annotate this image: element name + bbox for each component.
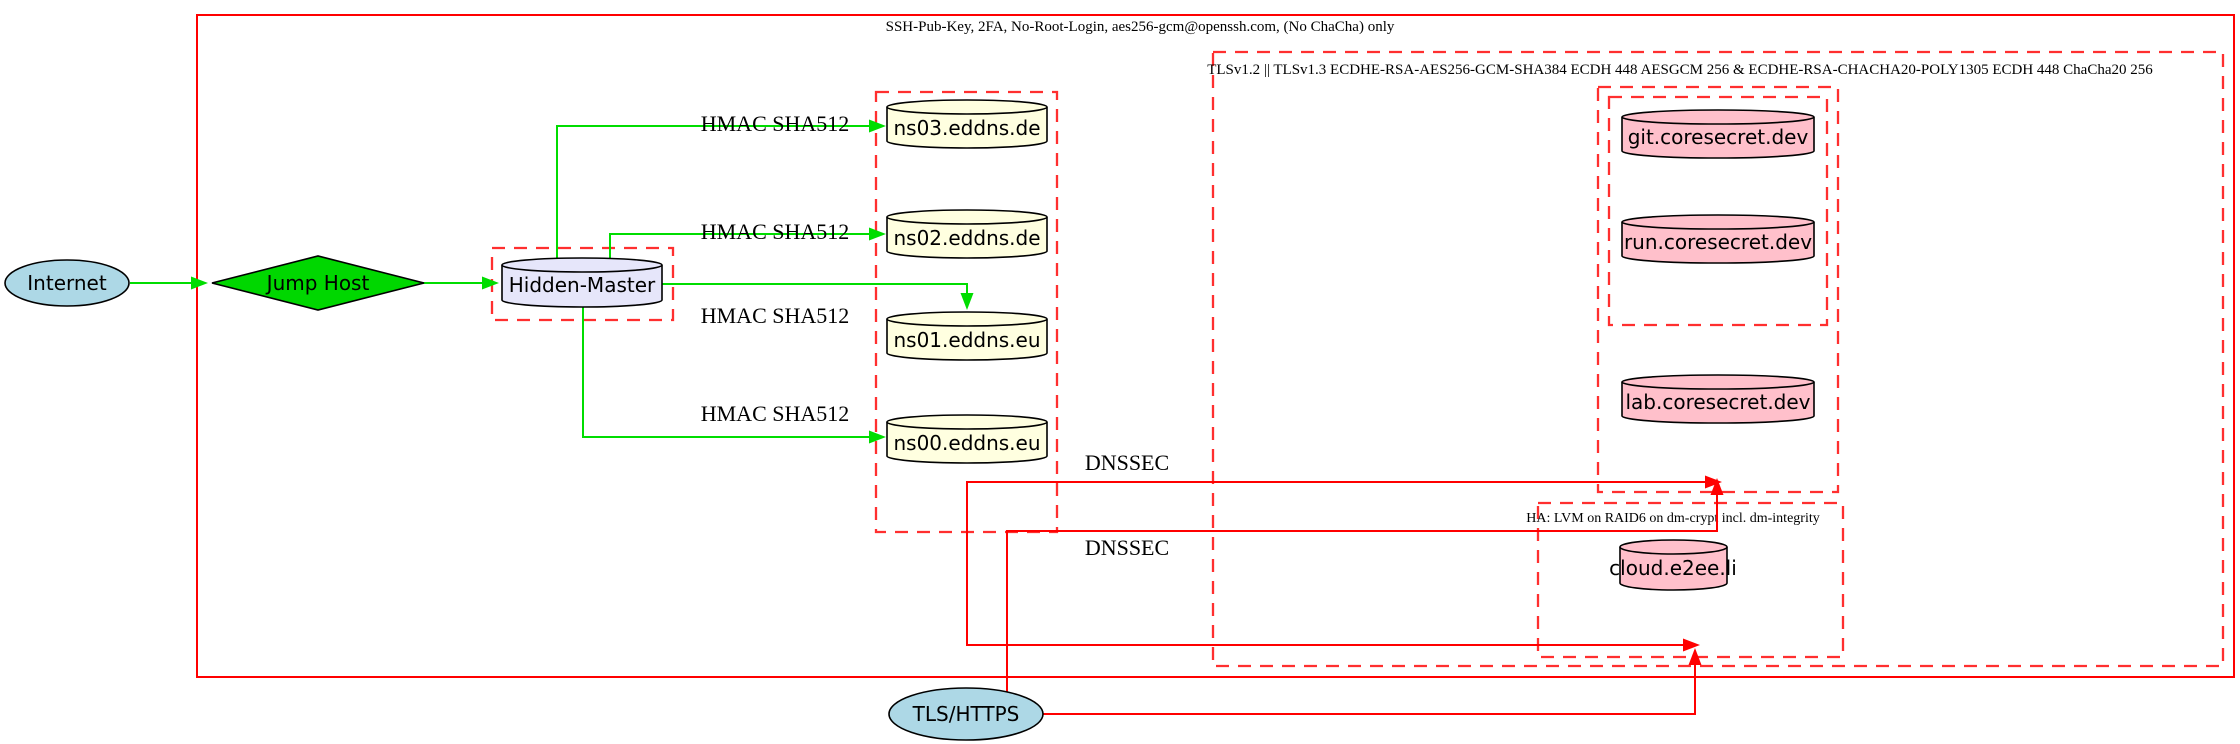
jump-host-diamond — [211, 255, 425, 311]
edge-labels: HMAC SHA512 HMAC SHA512 HMAC SHA512 HMAC… — [701, 111, 1169, 560]
edge-dnssec-coresecret — [966, 481, 1706, 645]
git-run-cluster-box — [1607, 95, 1829, 327]
lab-label: lab.coresecret.dev — [1625, 390, 1810, 414]
arrowhead-jumphost-master — [482, 276, 499, 290]
ssh-cluster-border — [196, 14, 2235, 678]
tls-https-label: TLS/HTTPS — [912, 702, 1020, 726]
edge-master-ns00 — [582, 307, 870, 438]
arrowhead-internet-jumphost — [191, 276, 208, 290]
coresecret-cluster-box — [1596, 85, 1840, 494]
ha-cluster-label: HA: LVM on RAID6 on dm-crypt incl. dm-in… — [1526, 511, 1819, 526]
cloud-label: cloud.e2ee.li — [1609, 556, 1737, 580]
ns00-cylinder-rim — [886, 421, 1048, 430]
edge-dnssec-ha — [966, 532, 1684, 646]
ns00-node: ns00.eddns.eu — [886, 414, 1048, 464]
ns01-node: ns01.eddns.eu — [886, 311, 1048, 361]
ns01-cylinder-rim — [886, 318, 1048, 327]
arrowhead-ns02 — [869, 227, 886, 241]
hmac-label-ns00: HMAC SHA512 — [701, 401, 850, 426]
run-cylinder-rim — [1621, 221, 1815, 230]
internet-ellipse — [4, 259, 130, 307]
hmac-label-ns01: HMAC SHA512 — [701, 303, 850, 328]
internet-node: Internet — [4, 259, 130, 307]
run-node: run.coresecret.dev — [1621, 214, 1815, 264]
run-cylinder — [1621, 214, 1815, 264]
edge-master-ns02 — [609, 233, 870, 262]
ha-cluster-box: HA: LVM on RAID6 on dm-crypt incl. dm-in… — [1526, 501, 1845, 659]
hidden-master-cylinder — [501, 257, 663, 308]
hidden-master-node: Hidden-Master — [501, 257, 663, 308]
internet-label: Internet — [27, 271, 107, 295]
dnssec-label-2: DNSSEC — [1085, 535, 1169, 560]
tls-https-ellipse — [888, 687, 1044, 741]
git-cylinder — [1621, 109, 1815, 159]
arrowhead-tls-ha — [1688, 648, 1702, 665]
ha-cluster-border — [1536, 501, 1845, 659]
jump-host-label: Jump Host — [265, 271, 370, 295]
git-cylinder-rim — [1621, 116, 1815, 125]
run-label: run.coresecret.dev — [1624, 230, 1812, 254]
ns03-cylinder — [886, 99, 1048, 149]
arrowhead-ns01 — [960, 293, 974, 310]
arrowhead-dnssec-ha — [1683, 638, 1700, 652]
cloud-node: cloud.e2ee.li — [1609, 539, 1737, 591]
ns01-cylinder — [886, 311, 1048, 361]
git-label: git.coresecret.dev — [1628, 125, 1809, 149]
ns00-cylinder — [886, 414, 1048, 464]
ssh-cluster-box: SSH-Pub-Key, 2FA, No-Root-Login, aes256-… — [196, 14, 2235, 678]
arrowhead-tls-coresecret — [1710, 478, 1724, 495]
cloud-cylinder-rim — [1619, 546, 1728, 555]
red-edge-arrowheads — [1683, 475, 1724, 665]
hidden-master-cylinder-rim — [501, 264, 663, 273]
ns01-label: ns01.eddns.eu — [893, 328, 1040, 352]
red-edges — [966, 481, 1718, 715]
lab-node: lab.coresecret.dev — [1621, 374, 1815, 424]
secure-edges — [130, 125, 968, 438]
ns02-cylinder — [886, 209, 1048, 259]
arrowhead-ns00 — [869, 430, 886, 444]
tls-cluster-box: TLSv1.2 || TLSv1.3 ECDHE-RSA-AES256-GCM-… — [1207, 50, 2225, 668]
hidden-master-label: Hidden-Master — [509, 273, 656, 297]
dnssec-label-1: DNSSEC — [1085, 450, 1169, 475]
ns03-node: ns03.eddns.de — [886, 99, 1048, 149]
arrowhead-ns03 — [869, 119, 886, 133]
ns00-label: ns00.eddns.eu — [893, 431, 1040, 455]
lab-cylinder-rim — [1621, 381, 1815, 390]
ns03-cylinder-rim — [886, 106, 1048, 115]
arrowhead-dnssec-coresecret — [1705, 475, 1722, 489]
ns02-node: ns02.eddns.de — [886, 209, 1048, 259]
edge-master-ns01 — [662, 283, 968, 294]
tls-https-node: TLS/HTTPS — [888, 687, 1044, 741]
ns02-label: ns02.eddns.de — [893, 226, 1040, 250]
git-node: git.coresecret.dev — [1621, 109, 1815, 159]
edge-tls-ha — [1043, 664, 1696, 715]
edge-master-ns03 — [556, 125, 870, 262]
ns03-label: ns03.eddns.de — [893, 116, 1040, 140]
edge-tls-coresecret — [1006, 494, 1718, 692]
jump-host-node: Jump Host — [211, 255, 425, 311]
hmac-label-ns02: HMAC SHA512 — [701, 219, 850, 244]
ssh-cluster-label: SSH-Pub-Key, 2FA, No-Root-Login, aes256-… — [886, 19, 1395, 35]
secure-edge-arrowheads — [191, 119, 974, 444]
tls-cluster-label: TLSv1.2 || TLSv1.3 ECDHE-RSA-AES256-GCM-… — [1207, 62, 2153, 78]
ns02-cylinder-rim — [886, 216, 1048, 225]
hmac-label-ns03: HMAC SHA512 — [701, 111, 850, 136]
lab-cylinder — [1621, 374, 1815, 424]
